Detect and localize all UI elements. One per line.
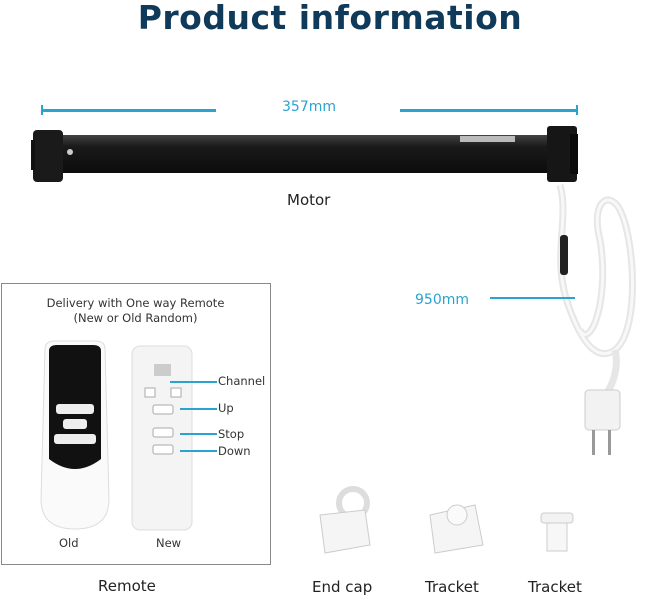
up-callout-line xyxy=(180,408,217,410)
remote-label: Remote xyxy=(98,577,156,595)
old-remote-label: Old xyxy=(59,536,79,550)
cable-dimension-line xyxy=(490,297,575,299)
down-callout-line xyxy=(180,450,217,452)
old-remote-image xyxy=(40,340,110,530)
stop-callout-line xyxy=(180,433,217,435)
tracket-adapter-image xyxy=(540,512,574,552)
dimension-line-right xyxy=(400,109,577,112)
dimension-line-left xyxy=(42,109,216,112)
cable-length: 950mm xyxy=(415,292,469,308)
end-cap-image xyxy=(319,486,371,554)
dimension-tick-right xyxy=(576,105,578,115)
end-cap-label: End cap xyxy=(312,578,373,596)
stop-label: Stop xyxy=(218,427,245,441)
motor-length: 357mm xyxy=(282,99,336,115)
up-label: Up xyxy=(218,401,234,415)
motor-image xyxy=(31,126,578,182)
down-label: Down xyxy=(218,444,251,458)
new-remote-image xyxy=(131,345,193,531)
remote-caption-line1: Delivery with One way Remote xyxy=(46,296,225,310)
tracket-bracket-image xyxy=(429,504,484,554)
new-remote-label: New xyxy=(156,536,182,550)
remote-caption-line2: (New or Old Random) xyxy=(73,311,198,325)
remote-box: Delivery with One way Remote (New or Old… xyxy=(1,283,271,565)
tracket-label-1: Tracket xyxy=(425,578,479,596)
power-cable-image xyxy=(556,184,636,455)
channel-callout-line xyxy=(170,381,217,383)
tracket-label-2: Tracket xyxy=(528,578,582,596)
channel-label: Channel xyxy=(218,374,266,388)
motor-label: Motor xyxy=(287,191,331,209)
page-title: Product information xyxy=(137,0,523,37)
